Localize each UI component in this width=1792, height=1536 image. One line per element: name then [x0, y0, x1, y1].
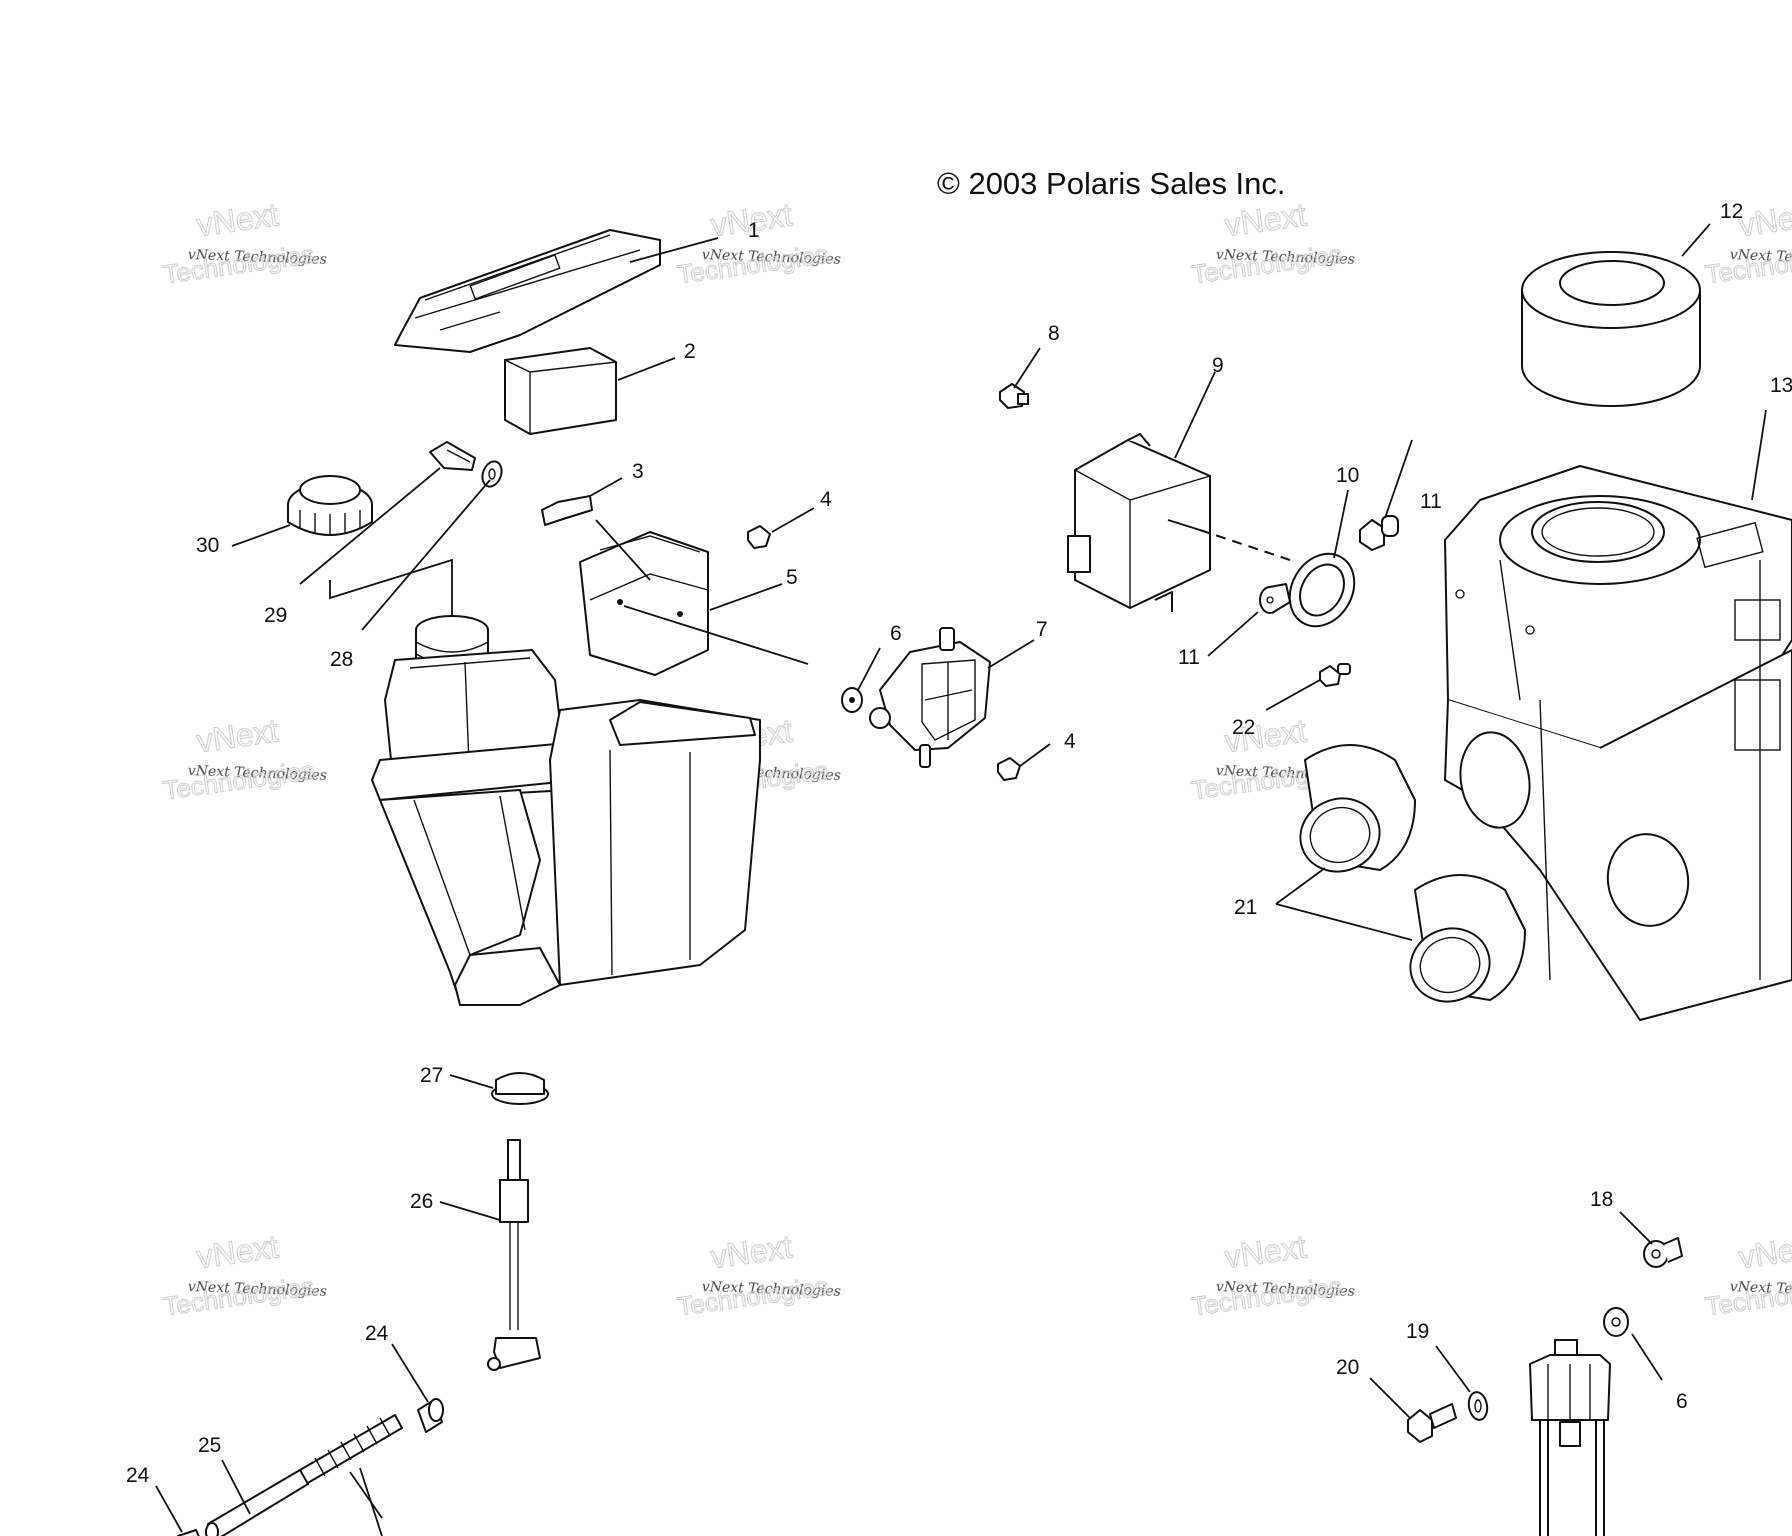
part-25-hose [205, 1469, 309, 1536]
watermark-line2: vNext Technologies [702, 1279, 842, 1300]
part-10-seal [1288, 552, 1356, 628]
watermark-line3: Technologies [675, 1271, 829, 1322]
part-24-sleeve-upper [417, 1398, 444, 1433]
watermark-tile: vNext vNext Technologies Technologies [1703, 196, 1792, 290]
watermark-line2: vNext Technologies [1216, 1279, 1356, 1300]
watermark-tile: vNext vNext Technologies Technologies [1189, 196, 1356, 290]
watermark-line2: vNext Technologies [1730, 247, 1792, 268]
watermark-line3: Technologies [1189, 1271, 1343, 1322]
callout-24b: 24 [126, 1464, 150, 1487]
copyright-text: © 2003 Polaris Sales Inc. [937, 166, 1286, 201]
watermark-tile: vNext vNext Technologies Technologies [1189, 1228, 1356, 1322]
part-24-sleeve-lower [177, 1529, 200, 1536]
part-21-intake-boot-upper [1299, 744, 1416, 873]
part-20-bolt [1407, 1403, 1457, 1443]
callout-11b: 11 [1178, 646, 1200, 669]
part-28-washer [481, 460, 503, 488]
watermark-line2: vNext Technologies [188, 763, 328, 784]
watermark-line3: Technologies [1189, 239, 1343, 290]
part-ignition-coil [1529, 1339, 1611, 1536]
part-26-sender [487, 1139, 541, 1371]
callout-2: 2 [684, 340, 696, 363]
watermark-line3: Technologies [161, 239, 315, 290]
watermark-tile: vNext vNext Technologies Technologies [161, 712, 328, 806]
watermark-line2: vNext Technologies [702, 247, 842, 268]
watermark-line2: vNext Technologies [1216, 247, 1356, 268]
callout-18: 18 [1590, 1188, 1613, 1211]
callout-27: 27 [420, 1064, 443, 1087]
part-29-bolt [429, 441, 476, 471]
part-4-nut [747, 525, 771, 549]
part-11-grommet [1259, 583, 1291, 614]
part-30-oil-cap [287, 475, 373, 536]
callout-28: 28 [330, 648, 353, 671]
watermark-tile: vNext vNext Technologies Technologies [675, 1228, 842, 1322]
part-12-foam-ring [1521, 251, 1701, 408]
watermark-tile: vNext vNext Technologies Technologies [161, 196, 328, 290]
callout-11a: 11 [1420, 490, 1442, 513]
callout-13: 13 [1770, 374, 1792, 397]
watermark-line2: vNext Technologies [188, 1279, 328, 1300]
callout-8: 8 [1048, 322, 1060, 345]
watermark-line1: vNext [194, 196, 280, 243]
part-airbox [1444, 465, 1792, 1021]
watermark-line1: vNext [194, 1228, 280, 1275]
callout-7: 7 [1036, 618, 1048, 641]
callout-21: 21 [1234, 896, 1257, 919]
watermark-line3: Technologies [1703, 1271, 1792, 1322]
part-5-bracket [579, 531, 709, 676]
watermark-line3: Technologies [1703, 239, 1792, 290]
callout-6a: 6 [890, 622, 902, 645]
callout-1: 1 [748, 219, 760, 242]
watermark-line1: vNext [708, 1228, 794, 1275]
callout-29: 29 [264, 604, 287, 627]
part-11-bolt [1359, 515, 1399, 551]
callout-30: 30 [196, 534, 219, 557]
callout-25: 25 [198, 1434, 221, 1457]
callout-26: 26 [410, 1190, 433, 1213]
part-6-grommet [841, 687, 863, 713]
callout-19: 19 [1406, 1320, 1429, 1343]
callout-24a: 24 [365, 1322, 389, 1345]
part-19-washer [1467, 1391, 1489, 1421]
callout-5: 5 [786, 566, 798, 589]
part-1-cover [394, 229, 661, 353]
watermark-tile: vNext vNext Technologies Technologies [161, 1228, 328, 1322]
watermark-line3: Technologies [161, 755, 315, 806]
watermark-line1: vNext [1222, 1228, 1308, 1275]
part-3-bolt [541, 495, 593, 526]
callout-6b: 6 [1676, 1390, 1688, 1413]
watermark-line2: vNext Technologies [1730, 1279, 1792, 1300]
callout-4a: 4 [820, 488, 832, 511]
watermark-line1: vNext [1736, 196, 1792, 243]
callout-4b: 4 [1064, 730, 1076, 753]
callout-10: 10 [1336, 464, 1359, 487]
watermark-line3: Technologies [161, 1271, 315, 1322]
part-9-cdi-module [1067, 433, 1211, 612]
watermark-line1: vNext [1222, 196, 1308, 243]
part-oil-tank [371, 615, 761, 1006]
callout-3: 3 [632, 460, 644, 483]
watermark-line2: vNext Technologies [188, 247, 328, 268]
part-8-screw [999, 383, 1029, 409]
part-21-intake-boot-lower [1409, 874, 1526, 1003]
part-6-grommet-lower [1603, 1307, 1629, 1337]
part-18-screw [1643, 1237, 1683, 1268]
watermark-line3: Technologies [675, 239, 829, 290]
part-4-nut-lower [997, 757, 1021, 781]
callout-20: 20 [1336, 1356, 1359, 1379]
part-2-foam-block [504, 347, 617, 435]
watermark-line1: vNext [194, 712, 280, 759]
callout-12: 12 [1720, 200, 1743, 223]
part-22-screw [1319, 663, 1351, 687]
part-7-fuel-pump [869, 627, 991, 768]
watermark-tile: vNext vNext Technologies Technologies [1703, 1228, 1792, 1322]
part-27-grommet [491, 1072, 549, 1105]
watermark-line1: vNext [1736, 1228, 1792, 1275]
callout-9: 9 [1212, 354, 1224, 377]
callout-22: 22 [1232, 716, 1255, 739]
